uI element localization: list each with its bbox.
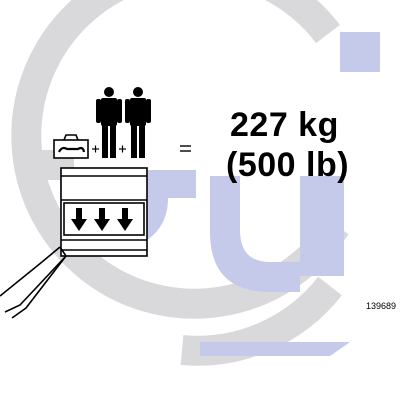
person-icon <box>125 87 151 158</box>
capacity-lb-text: (500 lb) <box>226 146 350 184</box>
boom-arm <box>0 246 68 319</box>
down-arrow-icon <box>71 208 87 231</box>
toolbox-icon <box>53 134 89 159</box>
figure-number: 139689 <box>366 301 397 311</box>
person-icon <box>96 87 122 158</box>
down-arrow-icon <box>117 208 133 231</box>
equals-sign <box>180 145 191 152</box>
plus-sign <box>92 145 99 153</box>
down-arrow-icon <box>94 208 110 231</box>
plus-sign <box>119 145 126 153</box>
capacity-kg-text: 227 kg <box>230 106 339 144</box>
